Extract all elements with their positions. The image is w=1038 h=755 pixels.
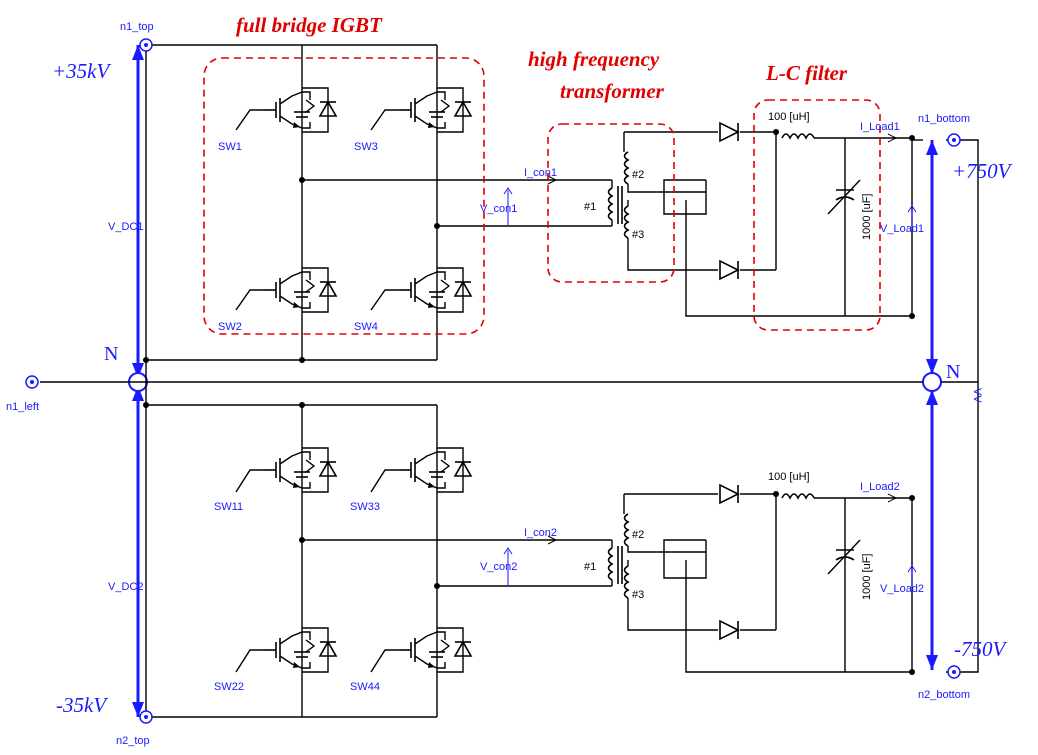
capacitor-lower-label: 1000 [uF] [861, 554, 873, 600]
igbt-sw3 [398, 81, 472, 139]
igbt-sw22 [263, 621, 337, 679]
node-n1-bottom-icon [947, 133, 961, 147]
neutral-left-label: N [104, 343, 118, 365]
meter-v-dc1-label: V_DC1 [108, 221, 143, 233]
meter-vv-label: VV [971, 388, 983, 403]
transformer-highlight-box [547, 123, 675, 283]
igbt-sw4 [398, 261, 472, 319]
meter-i-load2-label: I_Load2 [860, 481, 900, 493]
winding-1-label-lower: #1 [584, 561, 596, 573]
igbt-sw33 [398, 441, 472, 499]
node-n2-top-label: n2_top [116, 735, 150, 747]
meter-v-con2-label: V_con2 [480, 561, 517, 573]
igbt-sw44 [398, 621, 472, 679]
meter-i-load1-label: I_Load1 [860, 121, 900, 133]
winding-3-label-lower: #3 [632, 589, 644, 601]
meter-i-con1-label: I_con1 [524, 167, 557, 179]
node-n1-left-label: n1_left [6, 401, 39, 413]
upper-bridge [143, 44, 612, 363]
plus-out-voltage-label: +750V [952, 159, 1013, 183]
meter-v-dc2-label: V_DC2 [108, 581, 143, 593]
capacitor-upper-label: 1000 [uF] [861, 194, 873, 240]
upper-rectifier-filter [719, 122, 923, 319]
lower-bridge [143, 402, 612, 718]
node-n1-top-label: n1_top [120, 21, 154, 33]
winding-2-label-upper: #2 [632, 169, 644, 181]
upper-transformer [607, 131, 912, 317]
winding-1-label-upper: #1 [584, 201, 596, 213]
lower-transformer [607, 493, 912, 673]
bridge-annotation: full bridge IGBT [236, 13, 383, 37]
neutral-right-label: N [946, 361, 960, 383]
switch-sw11-label: SW11 [214, 501, 243, 513]
node-n1-left-icon [25, 375, 39, 389]
switch-sw2-label: SW2 [218, 321, 242, 333]
switch-sw44-label: SW44 [350, 681, 380, 693]
node-n2-bottom-icon [947, 665, 961, 679]
transformer-annotation-line1: high frequency [528, 47, 660, 71]
node-n1-bottom-label: n1_bottom [918, 113, 970, 125]
igbt-sw1 [263, 81, 337, 139]
switch-sw3-label: SW3 [354, 141, 378, 153]
node-n2-top-icon [139, 710, 153, 724]
plus-dc-voltage-label: +35kV [52, 59, 111, 83]
minus-dc-voltage-label: -35kV [56, 693, 108, 717]
inductor-lower-label: 100 [uH] [768, 471, 810, 483]
switch-sw33-label: SW33 [350, 501, 380, 513]
igbt-sw11 [263, 441, 337, 499]
dc-bus-left [128, 45, 148, 717]
node-n2-bottom-label: n2_bottom [918, 689, 970, 701]
node-n1-top-icon [139, 38, 153, 52]
switch-sw1-label: SW1 [218, 141, 242, 153]
switch-sw22-label: SW22 [214, 681, 244, 693]
winding-3-label-upper: #3 [632, 229, 644, 241]
filter-annotation: L-C filter [765, 61, 848, 85]
meter-i-con2-label: I_con2 [524, 527, 557, 539]
filter-highlight-box [753, 99, 881, 331]
output-bus-right [922, 140, 942, 670]
switch-sw4-label: SW4 [354, 321, 378, 333]
inductor-upper-label: 100 [uH] [768, 111, 810, 123]
bridge-highlight-box [203, 57, 485, 335]
meter-v-con1-label: V_con1 [480, 203, 517, 215]
minus-out-voltage-label: -750V [954, 637, 1007, 661]
meter-v-load2-label: V_Load2 [880, 583, 924, 595]
transformer-annotation-line2: transformer [560, 79, 665, 103]
winding-2-label-lower: #2 [632, 529, 644, 541]
igbt-sw2 [263, 261, 337, 319]
lower-rectifier-filter [719, 484, 917, 675]
meter-v-load1-label: V_Load1 [880, 223, 924, 235]
